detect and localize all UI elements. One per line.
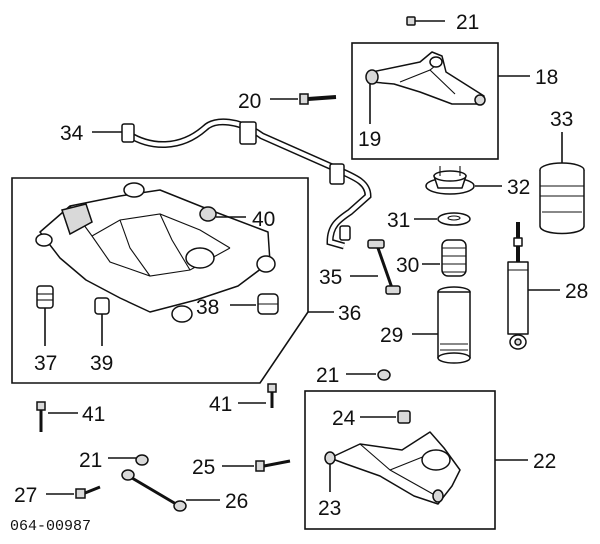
label-25: 25 [192,456,215,479]
label-30: 30 [396,254,419,277]
figure-code: 064-00987 [10,518,91,535]
upper-control-arm [365,51,486,106]
bolt-27 [46,485,101,499]
rear-subframe [35,182,276,323]
label-29: 29 [380,324,403,347]
bushing-38 [230,293,279,315]
toe-link [121,469,220,512]
bolt-41-left [36,401,78,432]
label-18: 18 [535,66,558,89]
label-37: 37 [34,352,57,375]
label-34: 34 [60,122,84,145]
subframe-frame [11,177,309,384]
label-38: 38 [196,296,219,319]
strut-mount [425,166,475,195]
label-21-low: 21 [79,449,102,472]
label-31: 31 [387,209,410,232]
label-22: 22 [533,450,556,473]
label-41-right: 41 [209,393,232,416]
bushing-40 [199,206,246,222]
label-28: 28 [565,280,588,303]
bolt-25 [222,459,291,472]
bolt-21-top [406,16,445,26]
label-40: 40 [252,208,275,231]
shock-absorber [507,222,529,350]
label-24: 24 [332,407,356,430]
bushing-37 [36,285,54,346]
nut-21-low [135,454,149,466]
lower-control-arm [324,431,461,505]
label-33: 33 [550,108,573,131]
label-21-mid: 21 [316,364,339,387]
nut-21-mid [377,369,391,381]
label-41-left: 41 [82,403,105,426]
label-35: 35 [319,266,342,289]
upper-arm-frame [351,42,499,160]
label-26: 26 [225,490,248,513]
label-21-top: 21 [456,11,479,34]
bolt-20 [270,93,337,105]
label-36: 36 [338,302,361,325]
insulator-31 [437,212,471,226]
label-32: 32 [507,176,530,199]
bushing-39 [94,297,110,346]
bump-stop [441,239,467,277]
air-spring [539,132,585,235]
stabilizer-link [367,239,401,295]
label-19: 19 [358,128,381,151]
stabilizer-bar [121,118,372,250]
label-20: 20 [238,90,261,113]
label-27: 27 [14,484,37,507]
bolt-41-vertical [238,383,277,408]
bushing-24 [360,410,411,424]
label-23: 23 [318,497,341,520]
label-39: 39 [90,352,113,375]
dust-boot [437,286,471,364]
